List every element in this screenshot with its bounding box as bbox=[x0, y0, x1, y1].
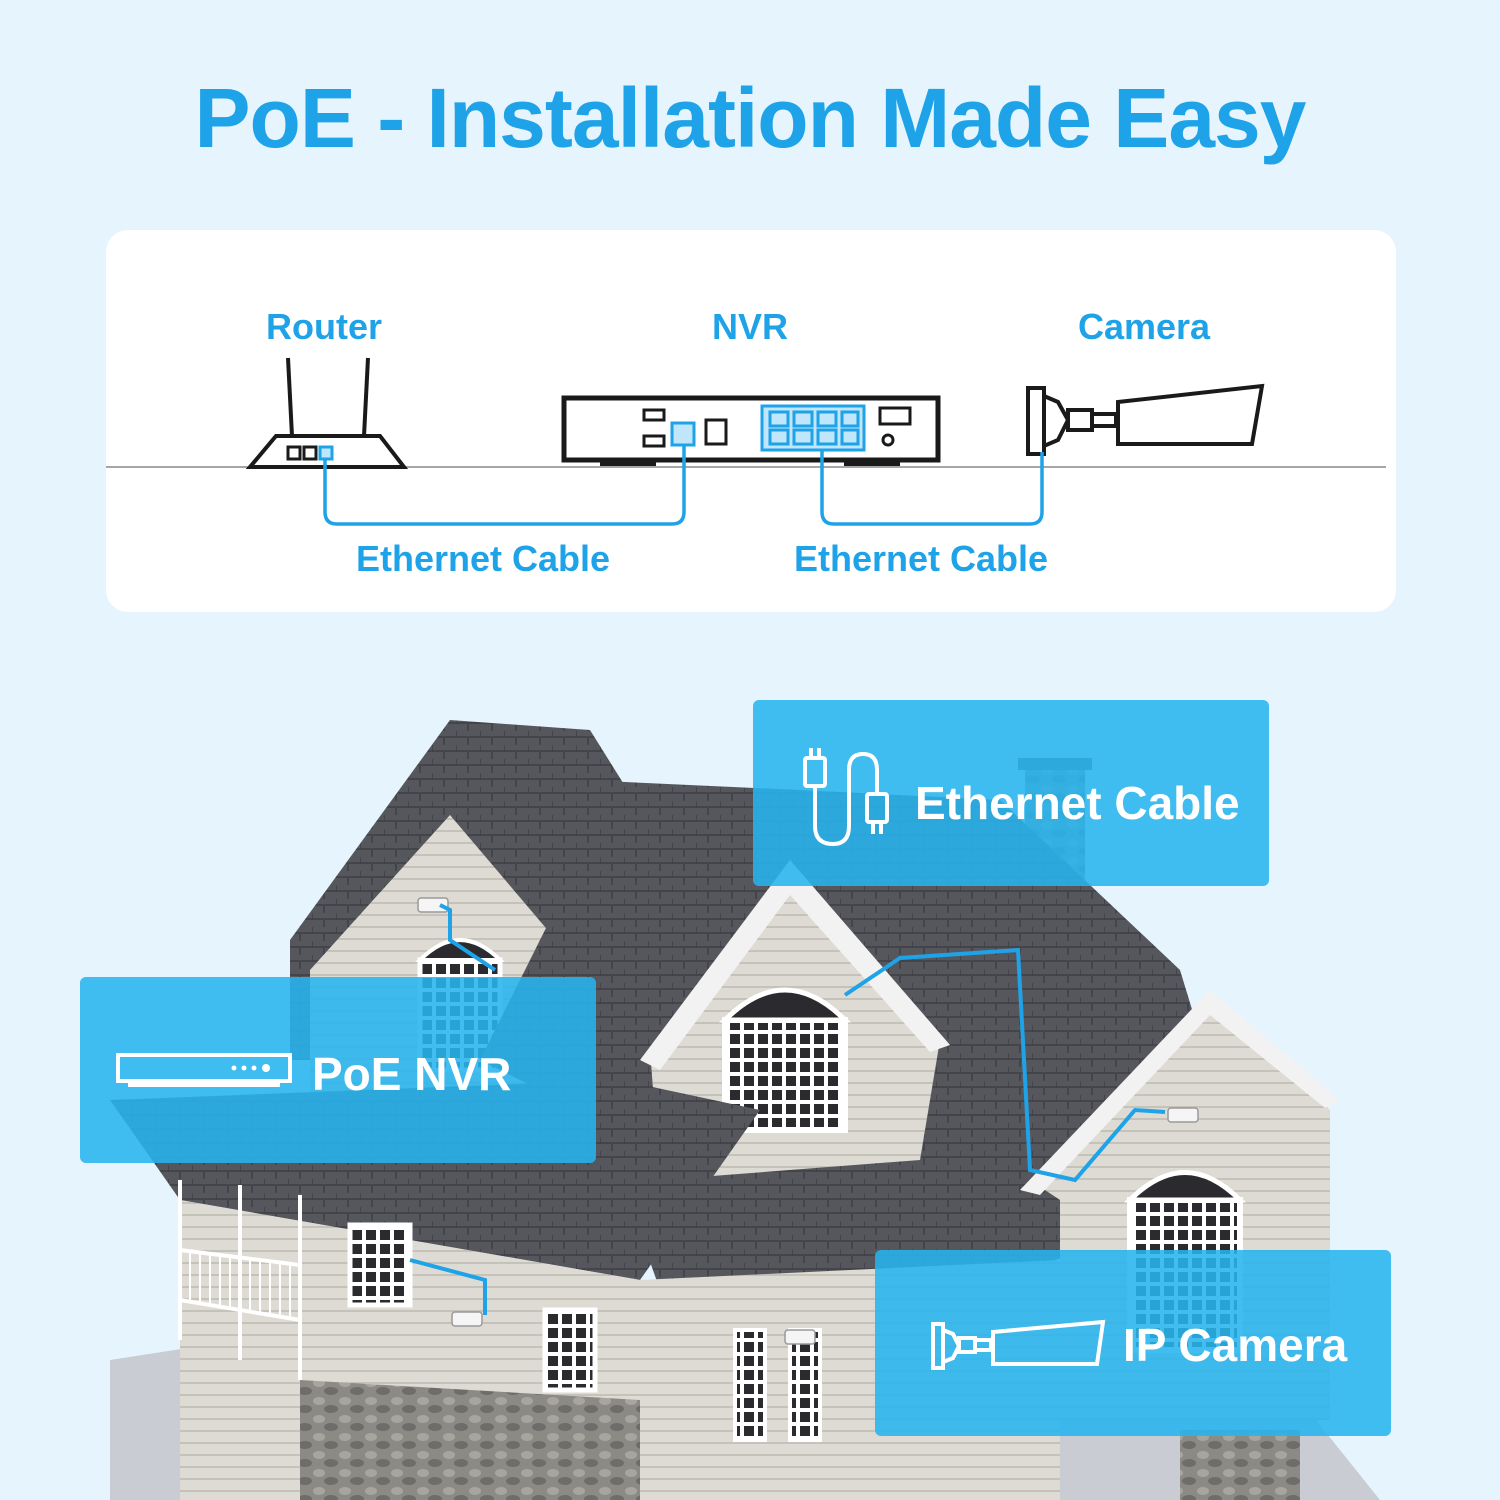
camera-icon bbox=[1026, 383, 1265, 456]
ip-camera-icon bbox=[931, 1319, 1106, 1370]
cable-label-nvr-camera: Ethernet Cable bbox=[794, 538, 1049, 579]
router-icon bbox=[245, 357, 409, 469]
nvr-icon bbox=[561, 395, 941, 466]
callout-poe-nvr-label: PoE NVR bbox=[312, 1048, 512, 1100]
nvr-device-icon bbox=[116, 1053, 292, 1087]
callout-ethernet-cable: Ethernet Cable bbox=[753, 700, 1269, 886]
callout-poe-nvr: PoE NVR bbox=[80, 977, 596, 1163]
ethernet-cable-lines bbox=[323, 445, 1044, 526]
connection-diagram-panel: Router NVR Camera bbox=[106, 230, 1396, 612]
house-scene: Ethernet Cable PoE NVR IP Camera bbox=[0, 640, 1500, 1500]
connection-diagram-graphic bbox=[106, 357, 1386, 526]
ethernet-cable-icon bbox=[803, 748, 889, 847]
router-label: Router bbox=[266, 306, 382, 347]
callout-ethernet-cable-label: Ethernet Cable bbox=[915, 777, 1240, 829]
nvr-label: NVR bbox=[711, 306, 788, 347]
callout-ip-camera-label: IP Camera bbox=[1123, 1319, 1348, 1371]
cable-label-router-nvr: Ethernet Cable bbox=[356, 538, 611, 579]
page-title: PoE - Installation Made Easy bbox=[194, 71, 1307, 165]
callout-ip-camera: IP Camera bbox=[875, 1250, 1391, 1436]
camera-label: Camera bbox=[1077, 306, 1211, 347]
